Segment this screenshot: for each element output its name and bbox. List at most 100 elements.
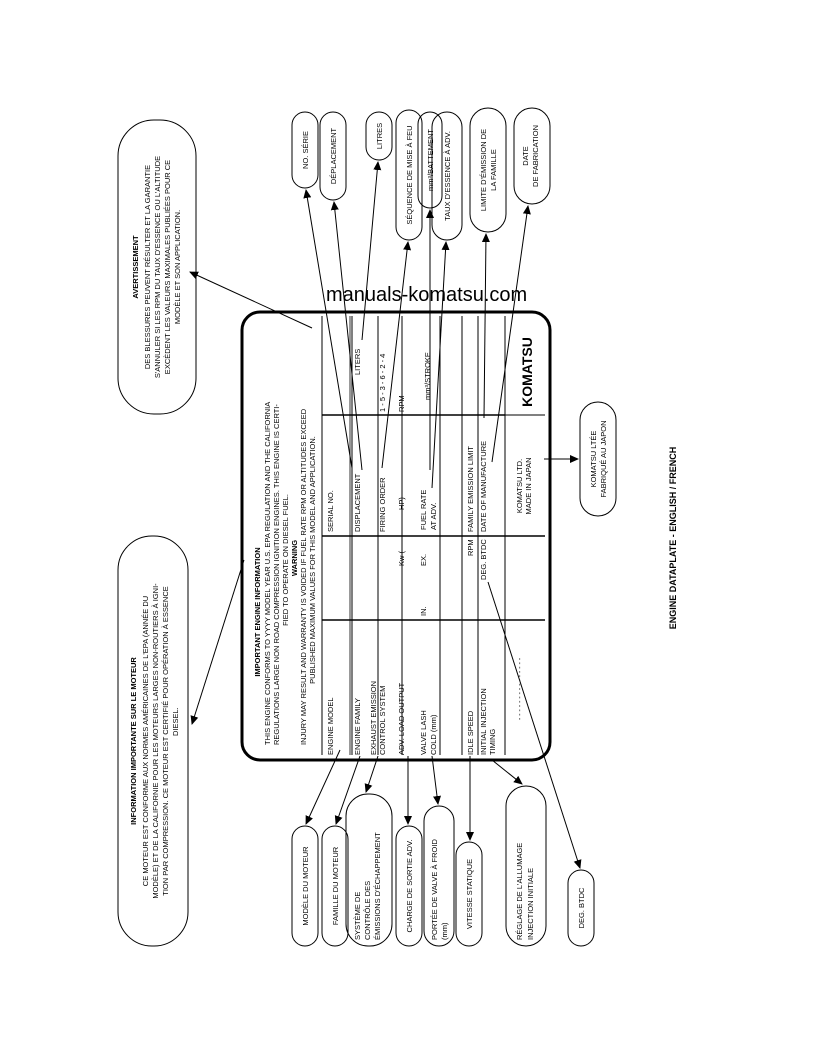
field-in: IN. [419, 606, 428, 616]
field-displacement: DISPLACEMENT [353, 473, 362, 532]
top-label-texts: NO. SÉRIE DÉPLACEMENT LITRES SÉQUENCE DE… [301, 123, 608, 498]
figure-title: ENGINE DATAPLATE - ENGLISH / FRENCH [668, 447, 678, 630]
field-inj-2: TIMING [488, 729, 497, 755]
plate-intro-2: REGULATIONS LARGE NON ROAD COMPRESSION I… [272, 404, 281, 745]
field-engine-family: ENGINE FAMILY [353, 698, 362, 755]
label-portee-2: (mm) [440, 922, 449, 940]
label-limite-1: LIMITE D'ÉMISSION DE [479, 129, 488, 211]
dataplate-frame [240, 310, 552, 762]
plate-warning-1: INJURY MAY RESULT AND WARRANTY IS VOIDED… [299, 408, 308, 745]
arrow-famille [334, 755, 361, 825]
field-firing-value: 1 - 5 - 3 - 6 - 2 - 4 [378, 354, 387, 412]
avertissement-box [117, 119, 197, 415]
field-engine-model: ENGINE MODEL [326, 697, 335, 755]
field-serial-no: SERIAL NO. [326, 490, 335, 532]
watermark-text: manuals-komatsu.com [326, 284, 528, 306]
pill-sequence [395, 109, 423, 241]
label-date-2: DE FABRICATION [531, 125, 540, 187]
arrow-deplacement [330, 201, 363, 471]
pill-systeme [345, 793, 393, 947]
field-exhaust-2: CONTROL SYSTEM [378, 686, 387, 755]
komatsu-logo: KOMATSU [519, 337, 535, 407]
label-modele: MODÈLE DU MOTEUR [301, 846, 310, 926]
information-title: INFORMATION IMPORTANTE SUR LE MOTEUR [129, 657, 138, 825]
label-litres: LITRES [375, 123, 384, 149]
pill-battement [417, 111, 443, 209]
label-systeme-3: ÉMISSIONS D'ÉCHAPPEMENT [373, 832, 382, 940]
field-rpm-idle: RPM [466, 539, 475, 556]
information-line-3: TION PAR COMPRESSION. CE MOTEUR EST CERT… [161, 586, 170, 896]
label-date-1: DATE [521, 146, 530, 165]
plate-warning-title: WARNING [290, 540, 299, 576]
arrow-sequence [381, 241, 412, 469]
field-rpm-top: RPM [397, 395, 406, 412]
field-adv-load: ADV. LOAD OUTPUT [397, 682, 406, 755]
pill-litres [365, 111, 393, 161]
label-limite-2: LA FAMILLE [489, 149, 498, 191]
bottom-label-texts: MODÈLE DU MOTEUR FAMILLE DU MOTEUR SYSTÈ… [301, 832, 586, 940]
arrow-date [491, 205, 531, 463]
label-battement: mm³/BATTEMENT [426, 129, 435, 191]
plate-intro-1: THIS ENGINE CONFORMS TO YYYY MODEL YEAR … [263, 402, 272, 745]
label-no-serie: NO. SÉRIE [301, 131, 310, 169]
arrow-avertissement [189, 271, 313, 329]
dataplate-grid [321, 316, 545, 755]
field-kw: Kw ( [397, 550, 406, 566]
arrow-modele [305, 749, 341, 825]
avertissement-line-4: MODÈLE ET SON APPLICATION. [173, 210, 182, 324]
arrow-litres [361, 161, 382, 341]
label-portee-1: PORTÉE DE VALVE À FROID [430, 839, 439, 940]
field-valve-1: VALVE LASH [419, 710, 428, 755]
pill-vitesse [455, 841, 483, 947]
field-hp: HP) [397, 497, 406, 510]
pill-modele [291, 825, 319, 947]
label-deplacement: DÉPLACEMENT [329, 127, 338, 184]
field-family-limit: FAMILY EMISSION LIMIT [466, 446, 475, 532]
pill-deg [567, 869, 595, 947]
label-komatsu-ltee-1: KOMATSU LTÉE [589, 431, 598, 488]
field-fuel-1: FUEL RATE [419, 490, 428, 530]
plate-warning-2: PUBLISHED MAXIMUM VALUES FOR THIS MODEL … [308, 436, 317, 684]
field-fuel-2: AT ADV. [429, 503, 438, 530]
label-deg: DEG. BTDC [577, 887, 586, 928]
field-date-mfr: DATE OF MANUFACTURE [479, 441, 488, 532]
arrow-information [190, 559, 245, 725]
field-deg-btdc: DEG. BTDC [479, 539, 488, 580]
label-vitesse: VITESSE STATIQUE [465, 859, 474, 929]
pill-charge [395, 825, 423, 947]
plate-heading: IMPORTANT ENGINE INFORMATION [253, 547, 262, 676]
pill-reglage [505, 785, 547, 947]
arrow-systeme [364, 755, 379, 793]
field-idle-speed: IDLE SPEED [466, 710, 475, 755]
information-line-1: CE MOTEUR EST CONFORME AUX NORMES AMÉRIC… [141, 596, 150, 886]
field-liters: LITERS [353, 349, 362, 375]
avertissement-title: AVERTISSEMENT [131, 235, 140, 299]
avertissement-line-2: S'ANNULER SI LES RPM DU TAUX D'ESSENCE O… [153, 156, 162, 378]
dataplate-text: IMPORTANT ENGINE INFORMATION THIS ENGINE… [253, 402, 317, 745]
arrow-deg [487, 581, 582, 869]
information-line-2: MODÈLE) ET DE LA CALIFORNIE POUR LES MOT… [151, 583, 160, 899]
arrow-taux [431, 241, 450, 489]
label-taux: TAUX D'ESSENCE À ADV. [443, 131, 452, 221]
label-reglage-2: INJECTION INITIALE [526, 868, 535, 940]
arrow-limite [481, 233, 490, 419]
top-label-pills [291, 107, 617, 517]
arrow-no-serie [303, 189, 353, 469]
avertissement-line-3: EXCÈDENT LES VALEURS MAXIMALES PUBLIÉES … [163, 160, 172, 374]
field-maker-2: MADE IN JAPAN [524, 458, 533, 515]
avertissement-text: AVERTISSEMENT DES BLESSURES PEUVENT RÉSU… [131, 156, 182, 378]
label-systeme-1: SYSTÈME DE [353, 892, 362, 940]
pill-no-serie [291, 111, 319, 189]
field-ex: EX. [419, 554, 428, 566]
dashed-underline: - - - - - - - - - - - - - - - [517, 657, 524, 720]
field-maker-1: KOMATSU LTD. [515, 459, 524, 513]
label-famille: FAMILLE DU MOTEUR [331, 846, 340, 925]
pill-portee [423, 805, 455, 947]
field-exhaust-1: EXHAUST EMISSION [369, 681, 378, 755]
information-line-4: DIESEL. [171, 707, 180, 736]
label-systeme-2: CONTRÔLE DES [363, 881, 372, 940]
pill-date [513, 107, 551, 205]
label-sequence: SÉQUENCE DE MISE À FEU [405, 125, 414, 224]
label-reglage-1: RÉGLAGE DE L'ALLUMAGE [515, 843, 524, 940]
